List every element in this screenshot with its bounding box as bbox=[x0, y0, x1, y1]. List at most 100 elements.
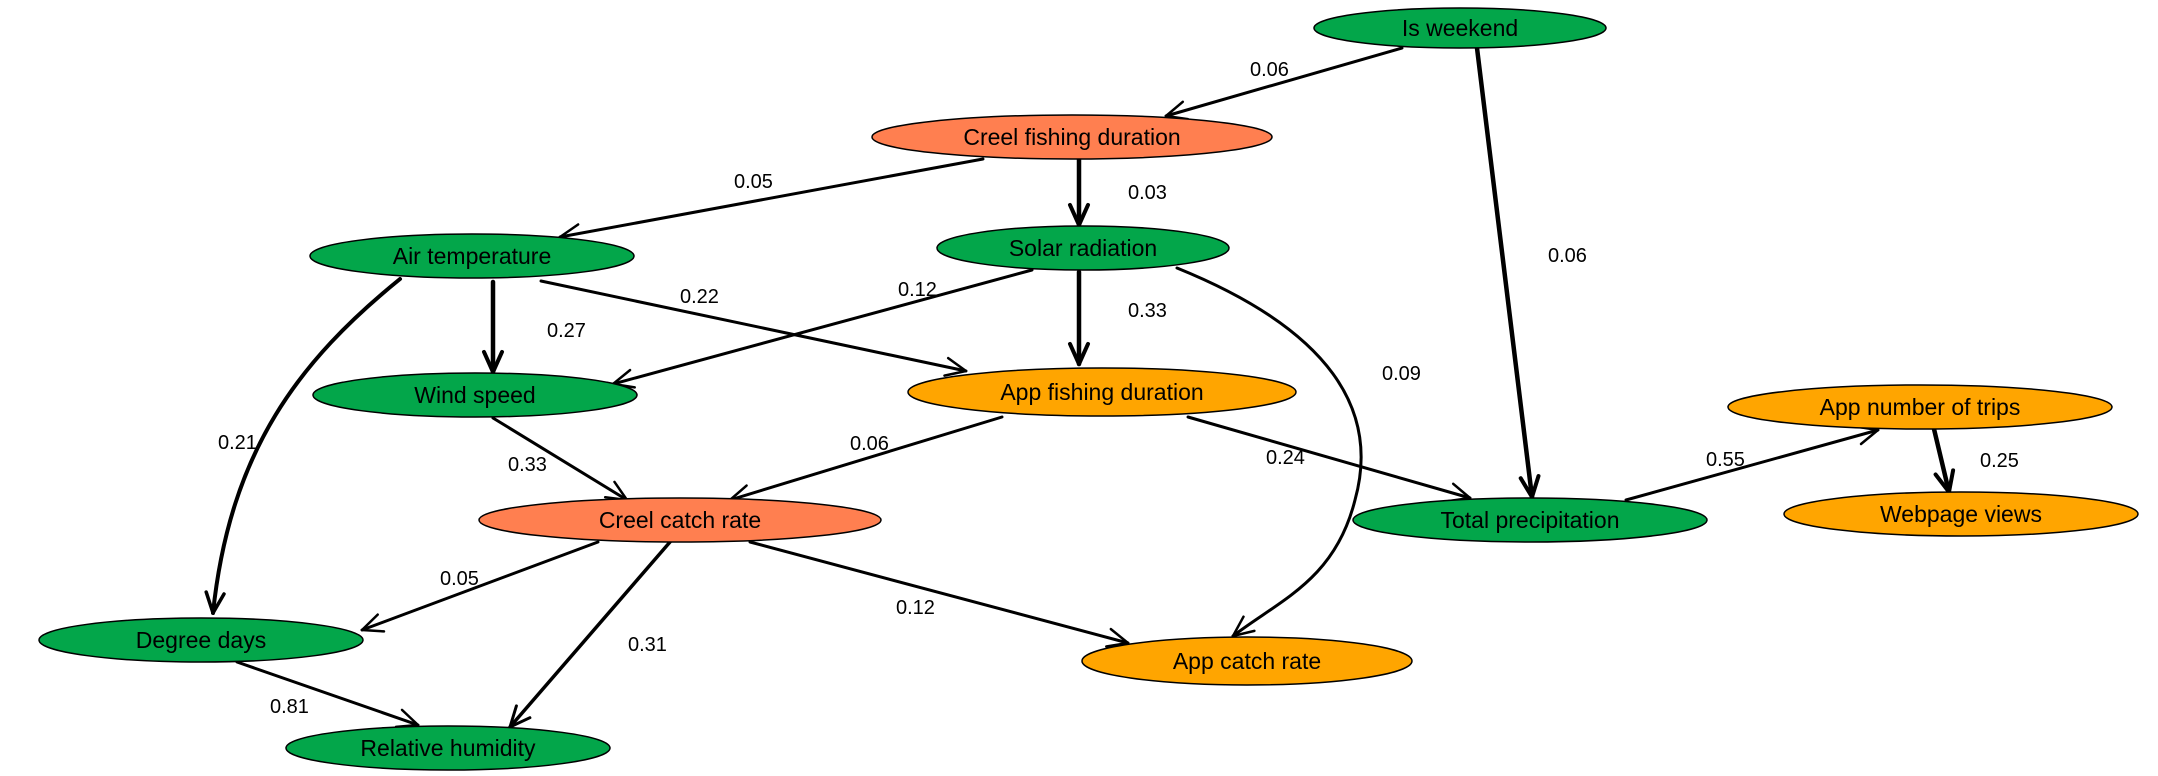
edge-line bbox=[1474, 45, 1535, 500]
node-ellipse bbox=[1081, 636, 1413, 686]
node-ellipse bbox=[38, 617, 364, 663]
edge-weight-label: 0.31 bbox=[628, 634, 667, 656]
node-app-trips: App number of trips bbox=[1727, 384, 2113, 430]
edge-solar-to-wind bbox=[611, 268, 1034, 389]
edge-line bbox=[611, 268, 1034, 386]
node-label: Solar radiation bbox=[1009, 235, 1157, 261]
edge-arrowhead bbox=[1105, 627, 1130, 648]
edge-line bbox=[1931, 426, 1952, 495]
node-label: App fishing duration bbox=[1000, 379, 1203, 405]
node-solar: Solar radiation bbox=[936, 225, 1230, 271]
edge-line bbox=[235, 660, 420, 727]
node-ellipse bbox=[1783, 491, 2139, 537]
edge-line bbox=[728, 415, 1004, 502]
edge-creel_catch-to-app_catch bbox=[748, 540, 1130, 648]
node-app-duration: App fishing duration bbox=[907, 367, 1297, 417]
node-label: Total precipitation bbox=[1441, 507, 1620, 533]
edge-weight-label: 0.25 bbox=[1980, 450, 2019, 472]
edge-app_duration-to-precip bbox=[1186, 415, 1472, 503]
edge-weight-label: 0.06 bbox=[850, 433, 889, 455]
node-humidity: Relative humidity bbox=[285, 725, 611, 771]
node-ellipse bbox=[871, 114, 1273, 160]
edge-app_trips-to-webpage bbox=[1931, 426, 1956, 495]
edge-weight-label: 0.24 bbox=[1266, 447, 1305, 469]
edge-weight-label: 0.05 bbox=[440, 568, 479, 590]
edge-line bbox=[508, 540, 672, 729]
node-ellipse bbox=[312, 372, 638, 418]
edge-arrowhead bbox=[482, 349, 504, 374]
edge-app_duration-to-creel_catch bbox=[728, 415, 1004, 504]
edge-arrowhead bbox=[943, 356, 968, 377]
node-ellipse bbox=[1313, 7, 1607, 49]
node-ellipse bbox=[907, 367, 1297, 417]
edge-creel_duration-to-solar bbox=[1068, 156, 1090, 228]
edge-weight-label: 0.81 bbox=[270, 696, 309, 718]
edge-line bbox=[360, 540, 600, 632]
edges-layer bbox=[204, 45, 1956, 729]
node-ellipse bbox=[936, 225, 1230, 271]
edge-line bbox=[1624, 428, 1880, 502]
edge-weight-label: 0.06 bbox=[1250, 59, 1289, 81]
node-app-catch: App catch rate bbox=[1081, 636, 1413, 686]
edge-arrowhead bbox=[1231, 615, 1256, 638]
node-precip: Total precipitation bbox=[1352, 497, 1708, 543]
edge-weekend-to-precip bbox=[1474, 45, 1541, 500]
edge-line bbox=[748, 540, 1130, 645]
node-air-temp: Air temperature bbox=[309, 233, 635, 279]
node-label: Webpage views bbox=[1880, 501, 2042, 527]
edge-weight-label: 0.09 bbox=[1382, 363, 1421, 385]
edge-labels-layer: 0.06 0.06 0.05 0.03 0.27 0.22 0.21 0.12 0.33 0.09… bbox=[218, 59, 2019, 718]
edge-line bbox=[491, 416, 629, 502]
node-label: Is weekend bbox=[1402, 15, 1518, 41]
node-label: Air temperature bbox=[393, 243, 552, 269]
edge-weight-label: 0.55 bbox=[1706, 449, 1745, 471]
edge-solar-to-app_duration bbox=[1068, 269, 1090, 367]
edge-precip-to-app_trips bbox=[1624, 425, 1880, 502]
edge-weight-label: 0.22 bbox=[680, 286, 719, 308]
edge-weight-label: 0.12 bbox=[896, 597, 935, 619]
edge-arrowhead bbox=[204, 590, 226, 615]
node-ellipse bbox=[285, 725, 611, 771]
edge-solar-to-app_catch bbox=[1175, 266, 1363, 638]
edge-arrowhead bbox=[1068, 341, 1090, 366]
edge-air_temp-to-degree_days bbox=[204, 277, 402, 615]
edge-weight-label: 0.06 bbox=[1548, 245, 1587, 267]
edge-weight-label: 0.21 bbox=[218, 432, 257, 454]
node-label: Creel catch rate bbox=[599, 507, 761, 533]
edge-weight-label: 0.33 bbox=[508, 454, 547, 476]
edge-arrowhead bbox=[603, 480, 629, 502]
edge-arrowhead bbox=[360, 613, 386, 633]
node-degree-days: Degree days bbox=[38, 617, 364, 663]
edge-air_temp-to-app_duration bbox=[539, 279, 968, 377]
edge-line bbox=[1175, 266, 1363, 638]
edge-arrowhead bbox=[1068, 202, 1090, 227]
node-label: Degree days bbox=[136, 627, 266, 653]
node-creel-duration: Creel fishing duration bbox=[871, 114, 1273, 160]
node-wind: Wind speed bbox=[312, 372, 638, 418]
edge-air_temp-to-wind bbox=[482, 279, 504, 375]
edge-creel_catch-to-degree_days bbox=[360, 540, 600, 633]
edge-weight-label: 0.33 bbox=[1128, 300, 1167, 322]
edge-weight-label: 0.05 bbox=[734, 171, 773, 193]
node-label: Creel fishing duration bbox=[963, 124, 1180, 150]
edge-weight-label: 0.27 bbox=[547, 320, 586, 342]
edge-degree_days-to-humidity bbox=[235, 660, 420, 729]
edge-weight-label: 0.03 bbox=[1128, 182, 1167, 204]
edge-line bbox=[558, 157, 985, 239]
node-label: Wind speed bbox=[414, 382, 535, 408]
edge-line bbox=[539, 279, 968, 373]
node-ellipse bbox=[478, 497, 882, 543]
node-ellipse bbox=[309, 233, 635, 279]
node-weekend: Is weekend bbox=[1313, 7, 1607, 49]
edge-weight-label: 0.12 bbox=[898, 279, 937, 301]
node-webpage: Webpage views bbox=[1783, 491, 2139, 537]
node-label: App catch rate bbox=[1173, 648, 1321, 674]
node-creel-catch: Creel catch rate bbox=[478, 497, 882, 543]
node-label: App number of trips bbox=[1820, 394, 2021, 420]
edge-line bbox=[1186, 415, 1472, 500]
edge-arrowhead bbox=[1518, 474, 1541, 499]
edge-line bbox=[1164, 46, 1404, 118]
edge-line bbox=[211, 277, 402, 615]
